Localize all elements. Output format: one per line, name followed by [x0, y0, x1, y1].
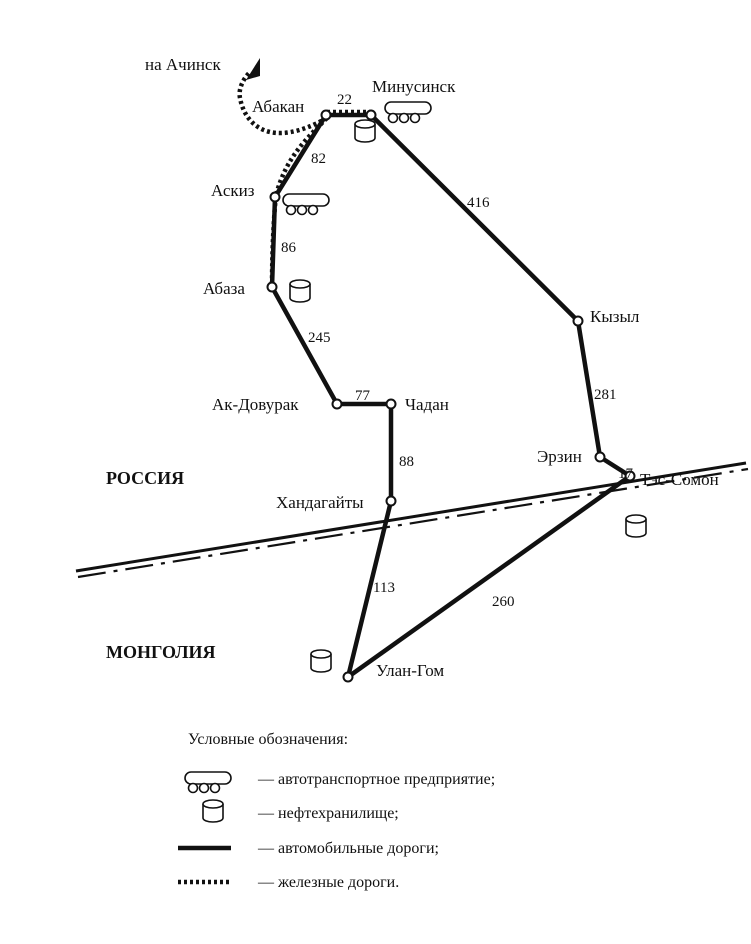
label-kyzyl: Кызыл — [590, 307, 640, 326]
oil-tank-icon — [625, 514, 647, 538]
oil-tank-icon — [354, 119, 376, 143]
node-ak-dovurak — [331, 398, 343, 410]
distance-askiz-abaza: 86 — [281, 240, 297, 256]
arrow-to-achinsk — [246, 58, 260, 80]
distance-abakan-askiz: 82 — [311, 151, 326, 167]
distance-akdovurak-chadan: 77 — [355, 388, 371, 404]
node-abakan — [320, 109, 332, 121]
oil-tank-icon — [289, 279, 311, 303]
label-ak-dovurak: Ак-Довурак — [212, 395, 299, 414]
roads — [269, 112, 633, 680]
node-chadan — [385, 398, 397, 410]
node-abaza — [266, 281, 278, 293]
road-kyzyl-erzin — [575, 318, 603, 460]
label-erzin: Эрзин — [537, 447, 582, 466]
railways — [237, 70, 372, 288]
node-askiz — [269, 191, 281, 203]
road-abaza-akdovurak — [269, 284, 340, 407]
node-erzin — [594, 451, 606, 463]
legend-oil-text: — нефтехранилище; — [257, 805, 399, 822]
road-minusinsk-kyzyl — [368, 112, 581, 324]
distance-erzin-tessomon: 17 — [618, 466, 634, 482]
node-kyzyl — [572, 315, 584, 327]
distance-abaza-akdovurak: 245 — [308, 330, 331, 346]
node-handagaity — [385, 495, 397, 507]
bus-depot-icon — [384, 101, 432, 124]
border — [75, 461, 749, 579]
label-askiz: Аскиз — [211, 181, 255, 200]
oil-tank-icon — [310, 649, 332, 673]
label-ulan-gom: Улан-Гом — [376, 661, 444, 680]
road-tessomon-ulangom — [345, 473, 633, 680]
node-minusinsk — [365, 109, 377, 121]
railway-abakan-abaza — [269, 116, 329, 288]
city-nodes — [266, 109, 636, 683]
road-abakan-askiz — [272, 112, 329, 200]
legend: Условные обозначения: — автотранспортное… — [178, 731, 495, 891]
label-abakan: Абакан — [252, 97, 304, 116]
distance-chadan-handagaity: 88 — [399, 454, 414, 470]
legend-transport-text: — автотранспортное предприятие; — [257, 771, 495, 788]
road-handagaity-ulangom — [345, 498, 394, 680]
bus-depot-icon — [282, 193, 330, 216]
country-russia: РОССИЯ — [106, 468, 184, 488]
oil-tank-icon — [202, 799, 224, 823]
label-minusinsk: Минусинск — [372, 77, 456, 96]
road-erzin-tessomon — [597, 454, 633, 479]
label-tes-somon: Тэс-Сомон — [640, 470, 719, 489]
label-handagaity: Хандагайты — [276, 493, 364, 512]
distance-abakan-minusinsk: 22 — [337, 92, 352, 108]
label-achinsk: на Ачинск — [145, 55, 221, 74]
label-abaza: Абаза — [203, 279, 245, 298]
node-ulan-gom — [342, 671, 354, 683]
legend-roads-text: — автомобильные дороги; — [257, 840, 439, 857]
railway-achinsk-abakan — [237, 70, 329, 136]
bus-depot-icon — [184, 771, 232, 794]
road-askiz-abaza — [269, 194, 278, 290]
label-chadan: Чадан — [405, 395, 449, 414]
distance-handagaity-ulangom: 113 — [373, 580, 395, 596]
legend-railways-text: — железные дороги. — [257, 874, 399, 891]
node-tes-somon — [624, 470, 636, 482]
distance-kyzyl-erzin: 281 — [594, 387, 617, 403]
distance-minusinsk-kyzyl: 416 — [467, 195, 490, 211]
distance-tessomon-ulangom: 260 — [492, 594, 515, 610]
legend-title: Условные обозначения: — [188, 731, 348, 748]
country-mongolia: МОНГОЛИЯ — [106, 642, 216, 662]
